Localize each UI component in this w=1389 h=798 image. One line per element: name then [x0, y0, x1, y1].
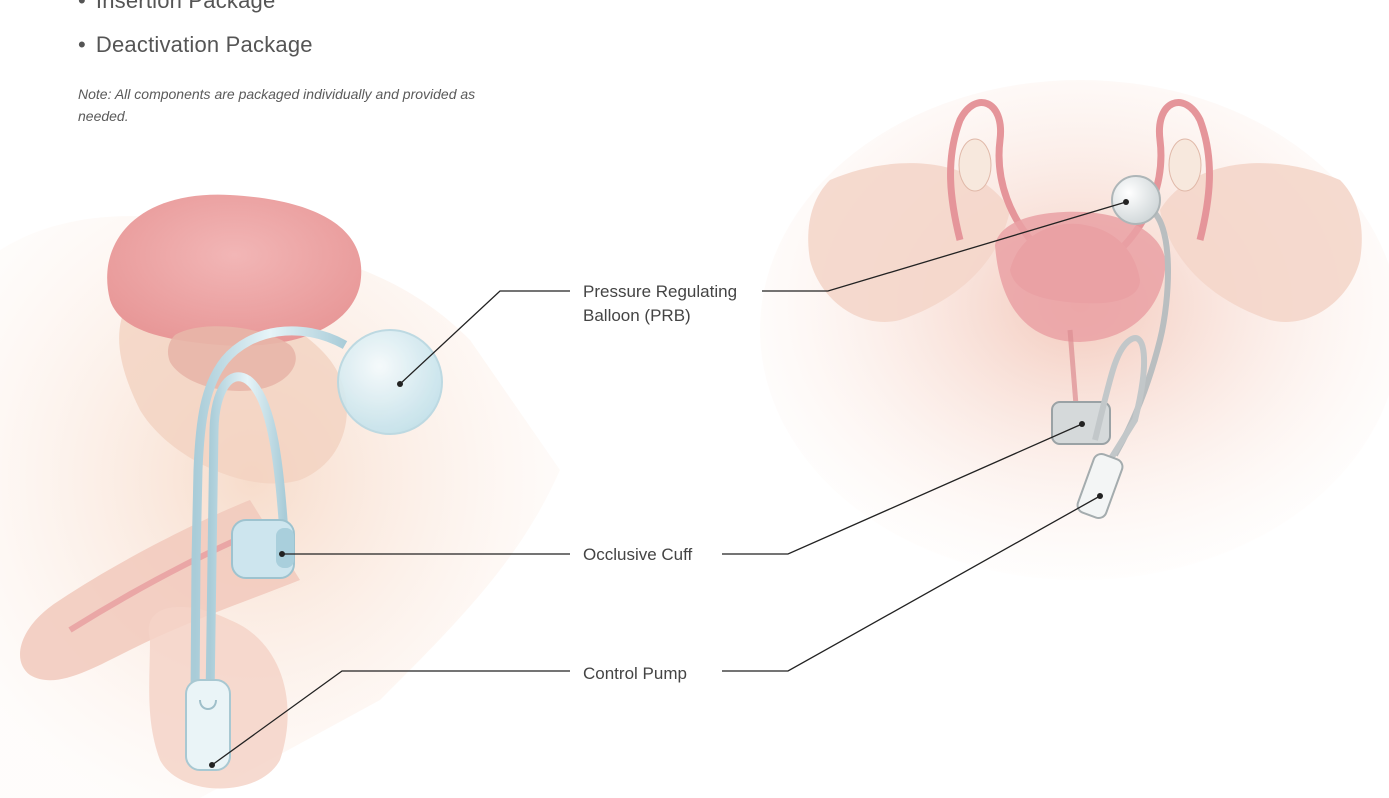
- marker-dot: [279, 551, 285, 557]
- label-occlusive-cuff: Occlusive Cuff: [583, 543, 692, 567]
- leader-line-prb-left: [400, 291, 570, 384]
- label-pressure-regulating-balloon: Pressure Regulating Balloon (PRB): [583, 280, 773, 328]
- leader-line-cuff-right: [722, 424, 1082, 554]
- leader-line-pump-right: [722, 496, 1100, 671]
- marker-dot: [209, 762, 215, 768]
- label-control-pump: Control Pump: [583, 662, 687, 686]
- leader-line-pump-left: [212, 671, 570, 765]
- leader-line-prb-right: [762, 202, 1126, 291]
- label-line: Pressure Regulating: [583, 280, 773, 304]
- marker-dot: [1097, 493, 1103, 499]
- label-line: Balloon (PRB): [583, 304, 773, 328]
- marker-dot: [1079, 421, 1085, 427]
- marker-dot: [397, 381, 403, 387]
- marker-dot: [1123, 199, 1129, 205]
